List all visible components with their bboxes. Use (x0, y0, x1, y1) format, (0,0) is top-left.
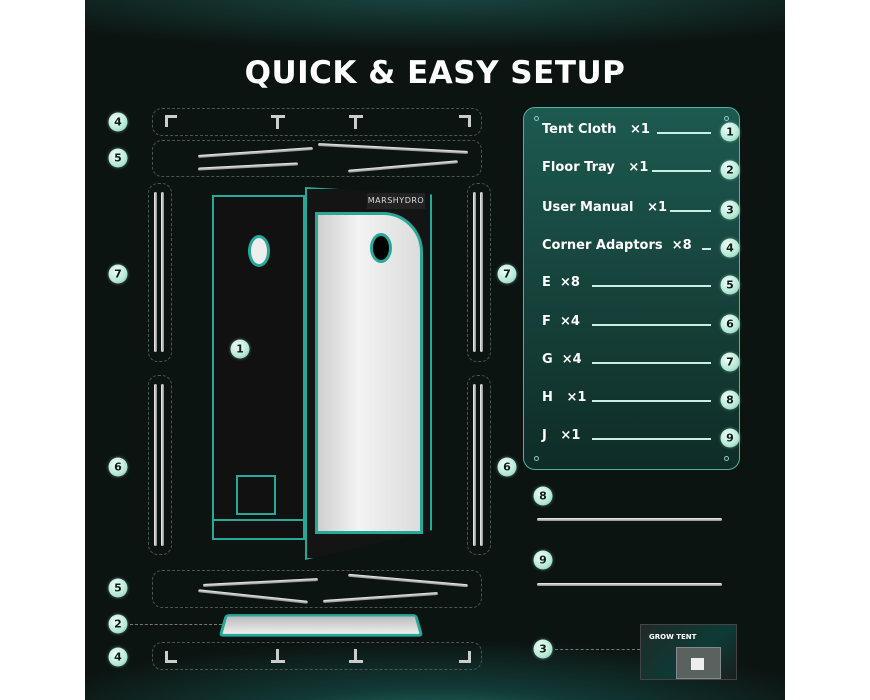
vent-hole (248, 235, 270, 267)
user-manual: GROW TENT (640, 624, 737, 680)
callout-badge: 7 (497, 264, 517, 284)
corner-adaptor (165, 115, 177, 127)
callout-badge: 4 (108, 647, 128, 667)
callout-badge: 7 (108, 264, 128, 284)
e-pole (197, 162, 299, 171)
g-poles-right (467, 183, 491, 362)
g-poles-left (148, 183, 172, 362)
manual-title: GROW TENT (649, 633, 697, 641)
tee-adaptor (271, 115, 285, 129)
callout-badge: 1 (230, 339, 250, 359)
e-pole (348, 160, 458, 173)
floor-tray (218, 614, 424, 637)
corner-adaptors-bottom-group (152, 642, 482, 670)
tent-front (212, 195, 305, 540)
corner-adaptors-top-group (152, 108, 482, 136)
vent-window (236, 475, 276, 515)
corner-adaptor (459, 115, 471, 127)
page-title: QUICK & EASY SETUP (244, 55, 626, 91)
vent-hole (370, 233, 392, 263)
tee-adaptor (349, 115, 363, 129)
e-poles-top-group (152, 140, 482, 177)
tent-door-open (315, 212, 423, 534)
j-pole (537, 583, 722, 586)
callout-badge: 8 (533, 486, 553, 506)
callout-badge: 6 (108, 457, 128, 477)
f-poles-left (148, 375, 172, 555)
e-pole (318, 143, 468, 154)
callout-badge: 5 (108, 578, 128, 598)
callout-badge: 3 (533, 639, 553, 659)
e-pole (198, 146, 313, 159)
callout-badge: 4 (108, 112, 128, 132)
callout-badge: 9 (533, 550, 553, 570)
f-poles-right (467, 375, 491, 555)
e-poles-bottom-group (152, 570, 482, 608)
callout-badge: 6 (497, 457, 517, 477)
h-pole (537, 518, 722, 521)
brand-logo: MARSHYDRO (367, 193, 425, 209)
callout-badge: 2 (108, 614, 128, 634)
callout-badge: 5 (108, 148, 128, 168)
